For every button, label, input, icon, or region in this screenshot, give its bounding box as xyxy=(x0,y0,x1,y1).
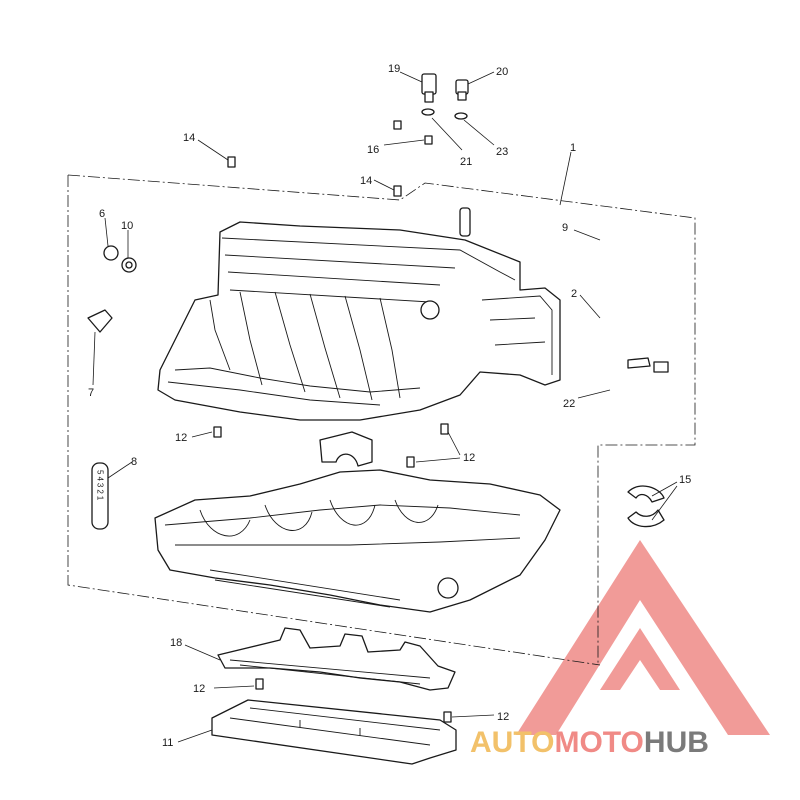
callout-7: 7 xyxy=(88,387,94,399)
watermark-logo xyxy=(516,540,770,735)
callout-1: 1 xyxy=(570,142,576,154)
callout-14-mid: 14 xyxy=(360,175,372,187)
svg-text:AUTOMOTOHUB: AUTOMOTOHUB xyxy=(470,726,709,759)
callout-12-lower: 12 xyxy=(193,683,205,695)
callout-11: 11 xyxy=(162,737,173,749)
callout-18: 18 xyxy=(170,637,182,649)
bedplate xyxy=(211,699,457,765)
callout-15: 15 xyxy=(679,474,691,486)
callout-12-left: 12 xyxy=(175,432,187,444)
callout-22: 22 xyxy=(563,398,575,410)
lower-crankcase xyxy=(154,469,561,613)
dowel-pin xyxy=(459,207,471,237)
callout-14-top: 14 xyxy=(183,132,195,144)
callout-12-right: 12 xyxy=(463,452,475,464)
assembly-outline xyxy=(67,174,696,666)
watermark-moto: MOTO xyxy=(554,726,643,759)
callout-16: 16 xyxy=(367,144,379,156)
bearing-cap xyxy=(319,431,373,467)
callout-12-bottom: 12 xyxy=(497,711,509,723)
callout-20: 20 xyxy=(496,66,508,78)
callout-9: 9 xyxy=(562,222,568,234)
upper-crankcase xyxy=(157,221,561,421)
gasket-plate xyxy=(217,627,456,691)
callout-8: 8 xyxy=(131,456,137,468)
callout-23: 23 xyxy=(496,146,508,158)
callout-2: 2 xyxy=(571,288,577,300)
callout-6: 6 xyxy=(99,208,105,220)
part-8-stamp: 54321 xyxy=(96,470,105,502)
callout-10: 10 xyxy=(121,220,133,232)
callout-19: 19 xyxy=(388,63,400,75)
callout-labels: 19 20 16 21 23 14 14 1 9 2 22 6 10 7 8 1… xyxy=(88,63,691,749)
callout-21: 21 xyxy=(460,156,472,168)
small-parts xyxy=(87,73,669,723)
watermark-auto: AUTO xyxy=(470,726,554,759)
leader-lines xyxy=(92,71,678,743)
watermark-wordmark: AUTOMOTOHUB xyxy=(470,726,709,759)
watermark-hub: HUB xyxy=(644,726,709,759)
